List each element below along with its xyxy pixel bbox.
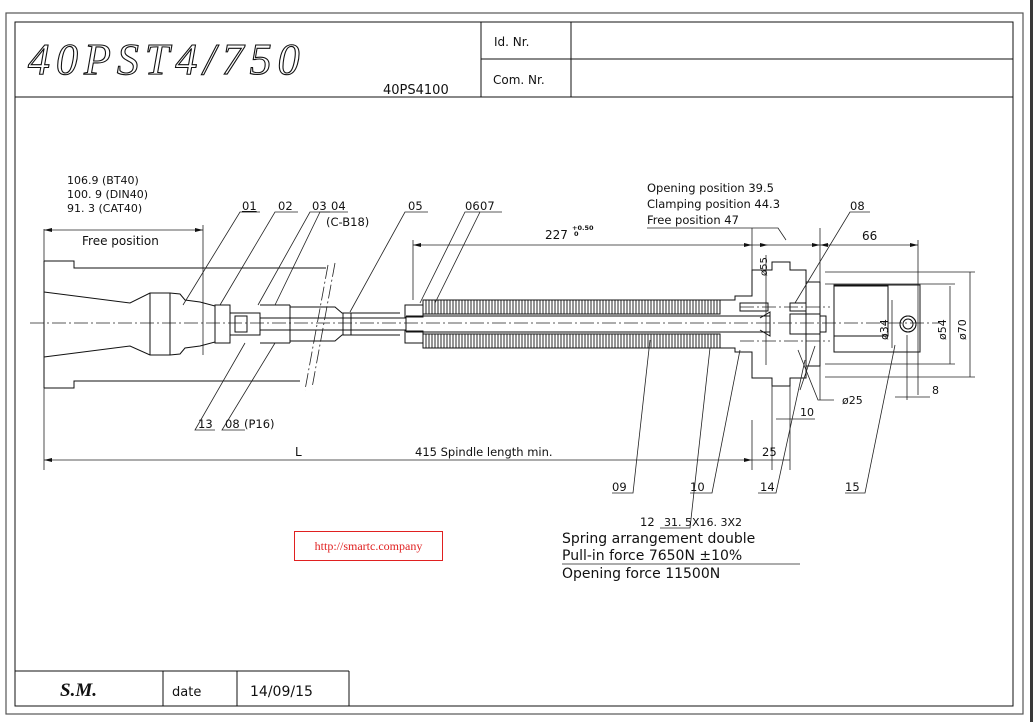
spring-coils-bottom xyxy=(425,334,718,348)
part-label-04: 04 xyxy=(331,199,346,213)
dim-10: 10 xyxy=(800,406,814,419)
part-08-p16-note: (P16) xyxy=(244,417,275,431)
dim-227-tol-lower: 0 xyxy=(574,230,579,238)
opening-position: Opening position 39.5 xyxy=(647,181,774,195)
dim-d54: ø54 xyxy=(936,319,949,340)
clamping-position: Clamping position 44.3 xyxy=(647,197,780,211)
length-dimensions: L 415 Spindle length min. 25 xyxy=(44,420,790,470)
part-label-01: 01 xyxy=(242,199,257,213)
part-label-13: 13 xyxy=(198,417,213,431)
dim-227-label: 227 xyxy=(545,228,568,242)
cylinder-housing xyxy=(720,261,917,470)
dim-8: 8 xyxy=(932,384,939,397)
spring-size: 31. 5X16. 3X2 xyxy=(664,516,742,529)
part-04-note: (C-B18) xyxy=(326,215,369,229)
spring-notes: 31. 5X16. 3X2 Spring arrangement double … xyxy=(562,516,800,582)
drawbar-left xyxy=(214,304,407,344)
part-label-12: 12 xyxy=(640,515,655,529)
free-position-47: Free position 47 xyxy=(647,213,739,227)
tool-holder xyxy=(43,260,336,391)
free-position-dimension: Free position xyxy=(43,225,204,470)
title-block: 40PST4/750 40PS4100 Id. Nr. Com. Nr. xyxy=(15,22,1013,98)
dim-d55: ø55 xyxy=(759,257,770,276)
opening-force: Opening force 11500N xyxy=(562,566,720,582)
watermark-link[interactable]: http://smartc.company xyxy=(294,531,443,561)
part-leaders: 01 02 03 04 (C-B18) 05 06 07 08 13 08 (P… xyxy=(182,199,896,529)
positions-note: Opening position 39.5 Clamping position … xyxy=(647,181,787,241)
date-value: 14/09/15 xyxy=(250,684,313,700)
part-label-09: 09 xyxy=(612,480,627,494)
part-label-05: 05 xyxy=(408,199,423,213)
com-nr-label: Com. Nr. xyxy=(493,73,545,87)
piston-box xyxy=(825,240,975,400)
drawing-title: 40PST4/750 xyxy=(28,35,306,84)
date-label: date xyxy=(172,685,201,700)
dim-d25: ø25 xyxy=(842,394,863,407)
window-edge xyxy=(1030,0,1033,722)
dim-25: 25 xyxy=(762,445,777,459)
dim-d70: ø70 xyxy=(956,319,969,340)
dim-spindle-length: 415 Spindle length min. xyxy=(415,445,553,459)
part-label-10: 10 xyxy=(690,480,705,494)
part-label-06: 06 xyxy=(465,199,480,213)
adapter-length-notes: 106.9 (BT40) 100. 9 (DIN40) 91. 3 (CAT40… xyxy=(67,174,148,215)
spring-coils-top xyxy=(425,300,718,314)
diameter-dimensions: ø55 ø34 ø54 ø70 ø25 8 10 xyxy=(759,255,971,420)
pull-in-force: Pull-in force 7650N ±10% xyxy=(562,548,742,564)
part-label-02: 02 xyxy=(278,199,293,213)
part-label-08: 08 xyxy=(850,199,865,213)
part-label-03: 03 xyxy=(312,199,327,213)
part-label-08-p16: 08 xyxy=(225,417,240,431)
part-label-14: 14 xyxy=(760,480,775,494)
spring-arrangement: Spring arrangement double xyxy=(562,531,755,547)
free-position-label: Free position xyxy=(82,234,159,248)
dimension-227: 227 +0.50 0 66 xyxy=(412,224,918,300)
spring-stack xyxy=(404,299,770,349)
part-label-15: 15 xyxy=(845,480,860,494)
dim-66-label: 66 xyxy=(862,229,877,243)
note-bt40: 106.9 (BT40) xyxy=(67,174,139,187)
outer-frame xyxy=(5,12,1024,715)
note-cat40: 91. 3 (CAT40) xyxy=(67,202,142,215)
id-nr-label: Id. Nr. xyxy=(494,35,529,49)
drawing-code: 40PS4100 xyxy=(383,83,449,98)
part-label-07: 07 xyxy=(480,199,495,213)
dim-227-tol-upper: +0.50 xyxy=(572,224,594,232)
dim-L: L xyxy=(295,445,302,459)
author-initials: S.M. xyxy=(60,680,97,701)
inner-frame xyxy=(14,21,1014,707)
note-din40: 100. 9 (DIN40) xyxy=(67,188,148,201)
dim-d34: ø34 xyxy=(878,319,891,340)
signature-block: S.M. date 14/09/15 xyxy=(15,670,350,706)
